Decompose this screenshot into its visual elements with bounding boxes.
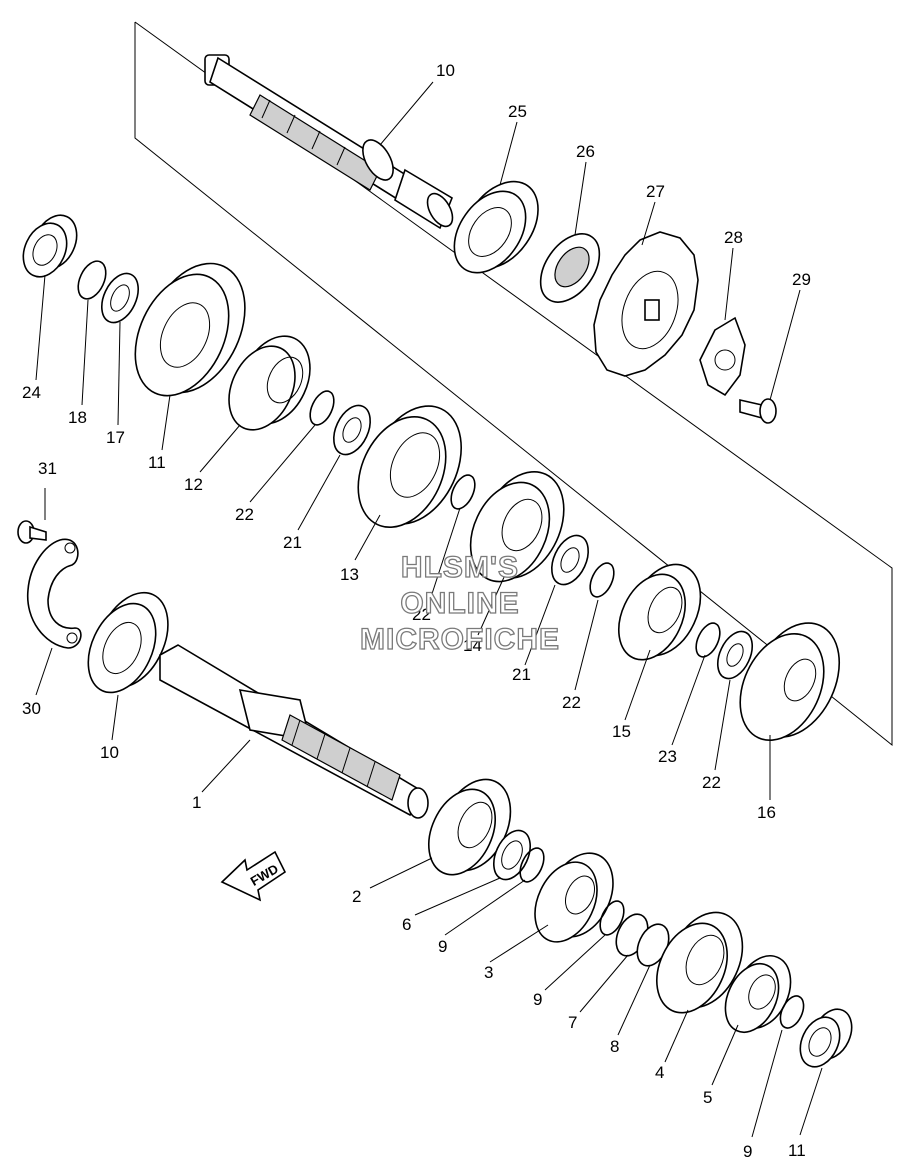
callout-22-right: 22 xyxy=(562,693,581,712)
bolt-29 xyxy=(739,398,777,424)
callout-10-label: 10 xyxy=(100,743,119,762)
circlip-9-a xyxy=(519,847,545,883)
bearing-11 xyxy=(799,1008,853,1068)
bearing-25 xyxy=(453,180,539,274)
drive-sprocket-27 xyxy=(593,231,699,377)
callout-1: 1 xyxy=(192,793,201,812)
callout-3: 3 xyxy=(484,963,493,982)
callout-22-far: 23 xyxy=(658,747,677,766)
callout-17: 15 xyxy=(612,722,631,741)
gear-14 xyxy=(228,335,311,431)
gear-13 xyxy=(134,262,246,397)
gear-16 xyxy=(469,470,565,583)
callout-30: 30 xyxy=(22,699,41,718)
callout-21-lower: 21 xyxy=(512,665,531,684)
callout-28: 28 xyxy=(724,228,743,247)
callout-5: 5 xyxy=(703,1088,712,1107)
circlip-22-mid xyxy=(450,474,476,510)
gear-17 xyxy=(618,563,702,661)
gear-4 xyxy=(656,911,744,1014)
callout-24: 24 xyxy=(22,383,41,402)
leader-lines xyxy=(35,81,823,1138)
callout-31: 31 xyxy=(38,459,57,478)
callout-14: 12 xyxy=(184,475,203,494)
watermark-line-1: HLSM'S xyxy=(401,551,519,584)
callout-6: 6 xyxy=(402,915,411,934)
watermark-line-2: ONLINE xyxy=(400,587,519,620)
washer-21-upper xyxy=(333,404,371,456)
main-axle xyxy=(204,54,454,230)
washer-21-lower xyxy=(551,534,589,586)
drive-axle xyxy=(159,644,429,819)
forward-direction-arrow: FWD xyxy=(220,850,287,902)
circlip-22-upper xyxy=(309,390,335,426)
lock-washer-28 xyxy=(699,316,746,397)
gear-15 xyxy=(357,405,463,529)
callout-18: 16 xyxy=(757,803,776,822)
callout-15: 13 xyxy=(340,565,359,584)
callout-22-upper: 22 xyxy=(235,505,254,524)
screw-31 xyxy=(17,520,47,544)
assembly-frame xyxy=(134,21,893,747)
gear-2 xyxy=(428,778,512,876)
gear-5 xyxy=(724,955,792,1033)
callout-12: 10 xyxy=(436,61,455,80)
callout-21-upper: 21 xyxy=(283,533,302,552)
circlip-9-b xyxy=(599,900,625,936)
callout-9-c: 9 xyxy=(743,1142,752,1161)
callout-9-a: 9 xyxy=(438,937,447,956)
bearing-24 xyxy=(22,214,78,278)
callout-11: 11 xyxy=(788,1141,806,1160)
callout-16: 14 xyxy=(463,636,482,655)
washer-19 xyxy=(101,272,139,324)
gear-3 xyxy=(534,852,614,943)
callout-8: 8 xyxy=(610,1037,619,1056)
callout-26: 26 xyxy=(576,142,595,161)
callout-2: 2 xyxy=(352,887,361,906)
callout-25: 25 xyxy=(508,102,527,121)
circlip-22-right xyxy=(589,562,615,598)
callout-4: 4 xyxy=(655,1063,664,1082)
callout-29: 29 xyxy=(792,270,811,289)
callout-7: 7 xyxy=(568,1013,577,1032)
callout-27: 27 xyxy=(646,182,665,201)
callout-13: 11 xyxy=(148,453,166,472)
callout-23: 22 xyxy=(702,773,721,792)
callout-22-mid: 22 xyxy=(412,605,431,624)
washer-23 xyxy=(716,630,754,680)
circlip-20 xyxy=(77,260,107,300)
gear-18 xyxy=(739,622,841,742)
watermark-line-3: MICROFICHE xyxy=(360,623,560,656)
bearing-10 xyxy=(87,591,169,694)
watermark: HLSM'S ONLINE MICROFICHE xyxy=(359,550,560,656)
callout-labels: 10 25 26 27 28 29 24 18 17 11 12 22 21 1… xyxy=(22,61,811,1161)
callout-20: 18 xyxy=(68,408,87,427)
circlip-22-far xyxy=(695,622,721,658)
callout-19: 17 xyxy=(106,428,125,447)
bearing-stopper-plate-30 xyxy=(26,538,82,649)
oil-seal-26 xyxy=(539,233,601,303)
callout-9-b: 9 xyxy=(533,990,542,1009)
circlip-9-c xyxy=(779,995,805,1029)
